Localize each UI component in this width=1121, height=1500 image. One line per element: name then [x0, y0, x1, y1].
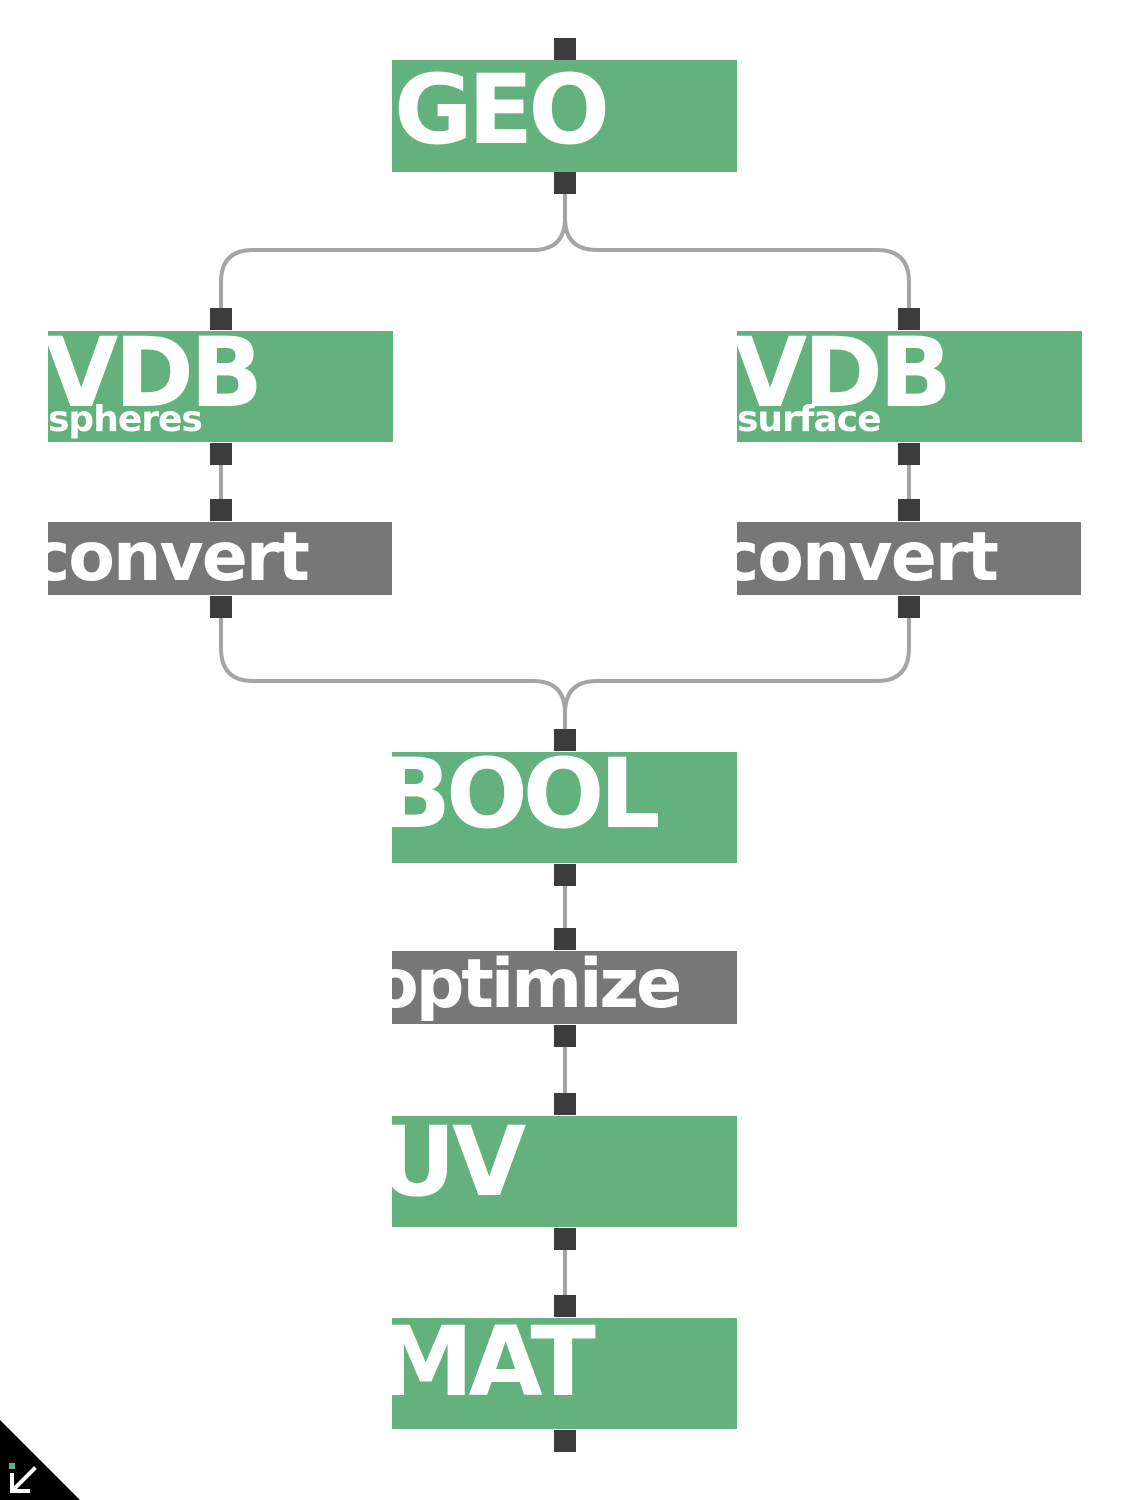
node-optimize-output-port[interactable] — [554, 1025, 576, 1047]
node-convert-right-output-port[interactable] — [898, 596, 920, 618]
node-vdb-spheres[interactable]: VDB spheres — [48, 331, 393, 442]
node-convert-right-title: convert — [737, 522, 999, 595]
corner-triangle — [0, 1420, 80, 1500]
node-vdb-surface-subtitle: surface — [737, 399, 882, 440]
node-vdb-spheres-subtitle: spheres — [48, 399, 203, 440]
connection-wires — [219, 186, 911, 1306]
node-vdb-surface-title: VDB — [737, 331, 952, 429]
node-bool-title: BOOL — [392, 752, 661, 850]
node-optimize[interactable]: optimize — [392, 951, 737, 1024]
node-bool[interactable]: BOOL — [392, 752, 737, 863]
node-vdb-spheres-input-port[interactable] — [210, 308, 232, 330]
node-optimize-title: optimize — [392, 951, 682, 1024]
node-uv-title: UV — [392, 1116, 526, 1218]
node-mat-input-port[interactable] — [554, 1295, 576, 1317]
node-vdb-surface-output-port[interactable] — [898, 443, 920, 465]
wire-geo-to-vdb-surface — [563, 186, 911, 318]
arrow-down-left-icon — [10, 1466, 37, 1493]
node-geo-output-port[interactable] — [554, 172, 576, 194]
node-vdb-spheres-output-port[interactable] — [210, 443, 232, 465]
node-mat-output-port[interactable] — [554, 1430, 576, 1452]
corner-badge — [0, 1420, 80, 1500]
node-optimize-input-port[interactable] — [554, 928, 576, 950]
node-vdb-surface[interactable]: VDB surface — [737, 331, 1082, 442]
node-geo-title: GEO — [394, 60, 610, 166]
node-convert-left[interactable]: convert — [48, 522, 392, 595]
node-convert-left-title: convert — [48, 522, 310, 595]
node-convert-left-input-port[interactable] — [210, 499, 232, 521]
node-convert-right-input-port[interactable] — [898, 499, 920, 521]
node-geo[interactable]: GEO — [392, 60, 737, 172]
node-uv[interactable]: UV — [392, 1116, 737, 1227]
node-convert-right[interactable]: convert — [737, 522, 1081, 595]
node-uv-output-port[interactable] — [554, 1228, 576, 1250]
corner-accent-dot — [9, 1463, 15, 1469]
node-convert-left-output-port[interactable] — [210, 596, 232, 618]
node-bool-output-port[interactable] — [554, 864, 576, 886]
node-mat[interactable]: MAT — [392, 1318, 737, 1429]
wire-geo-to-vdb-spheres — [219, 186, 567, 318]
wire-convert-right-to-bool — [563, 608, 911, 740]
node-mat-title: MAT — [392, 1318, 596, 1418]
node-bool-input-port[interactable] — [554, 729, 576, 751]
node-uv-input-port[interactable] — [554, 1093, 576, 1115]
node-vdb-surface-input-port[interactable] — [898, 308, 920, 330]
wire-convert-left-to-bool — [219, 608, 567, 740]
node-vdb-spheres-title: VDB — [48, 331, 263, 429]
node-geo-input-port[interactable] — [554, 38, 576, 60]
